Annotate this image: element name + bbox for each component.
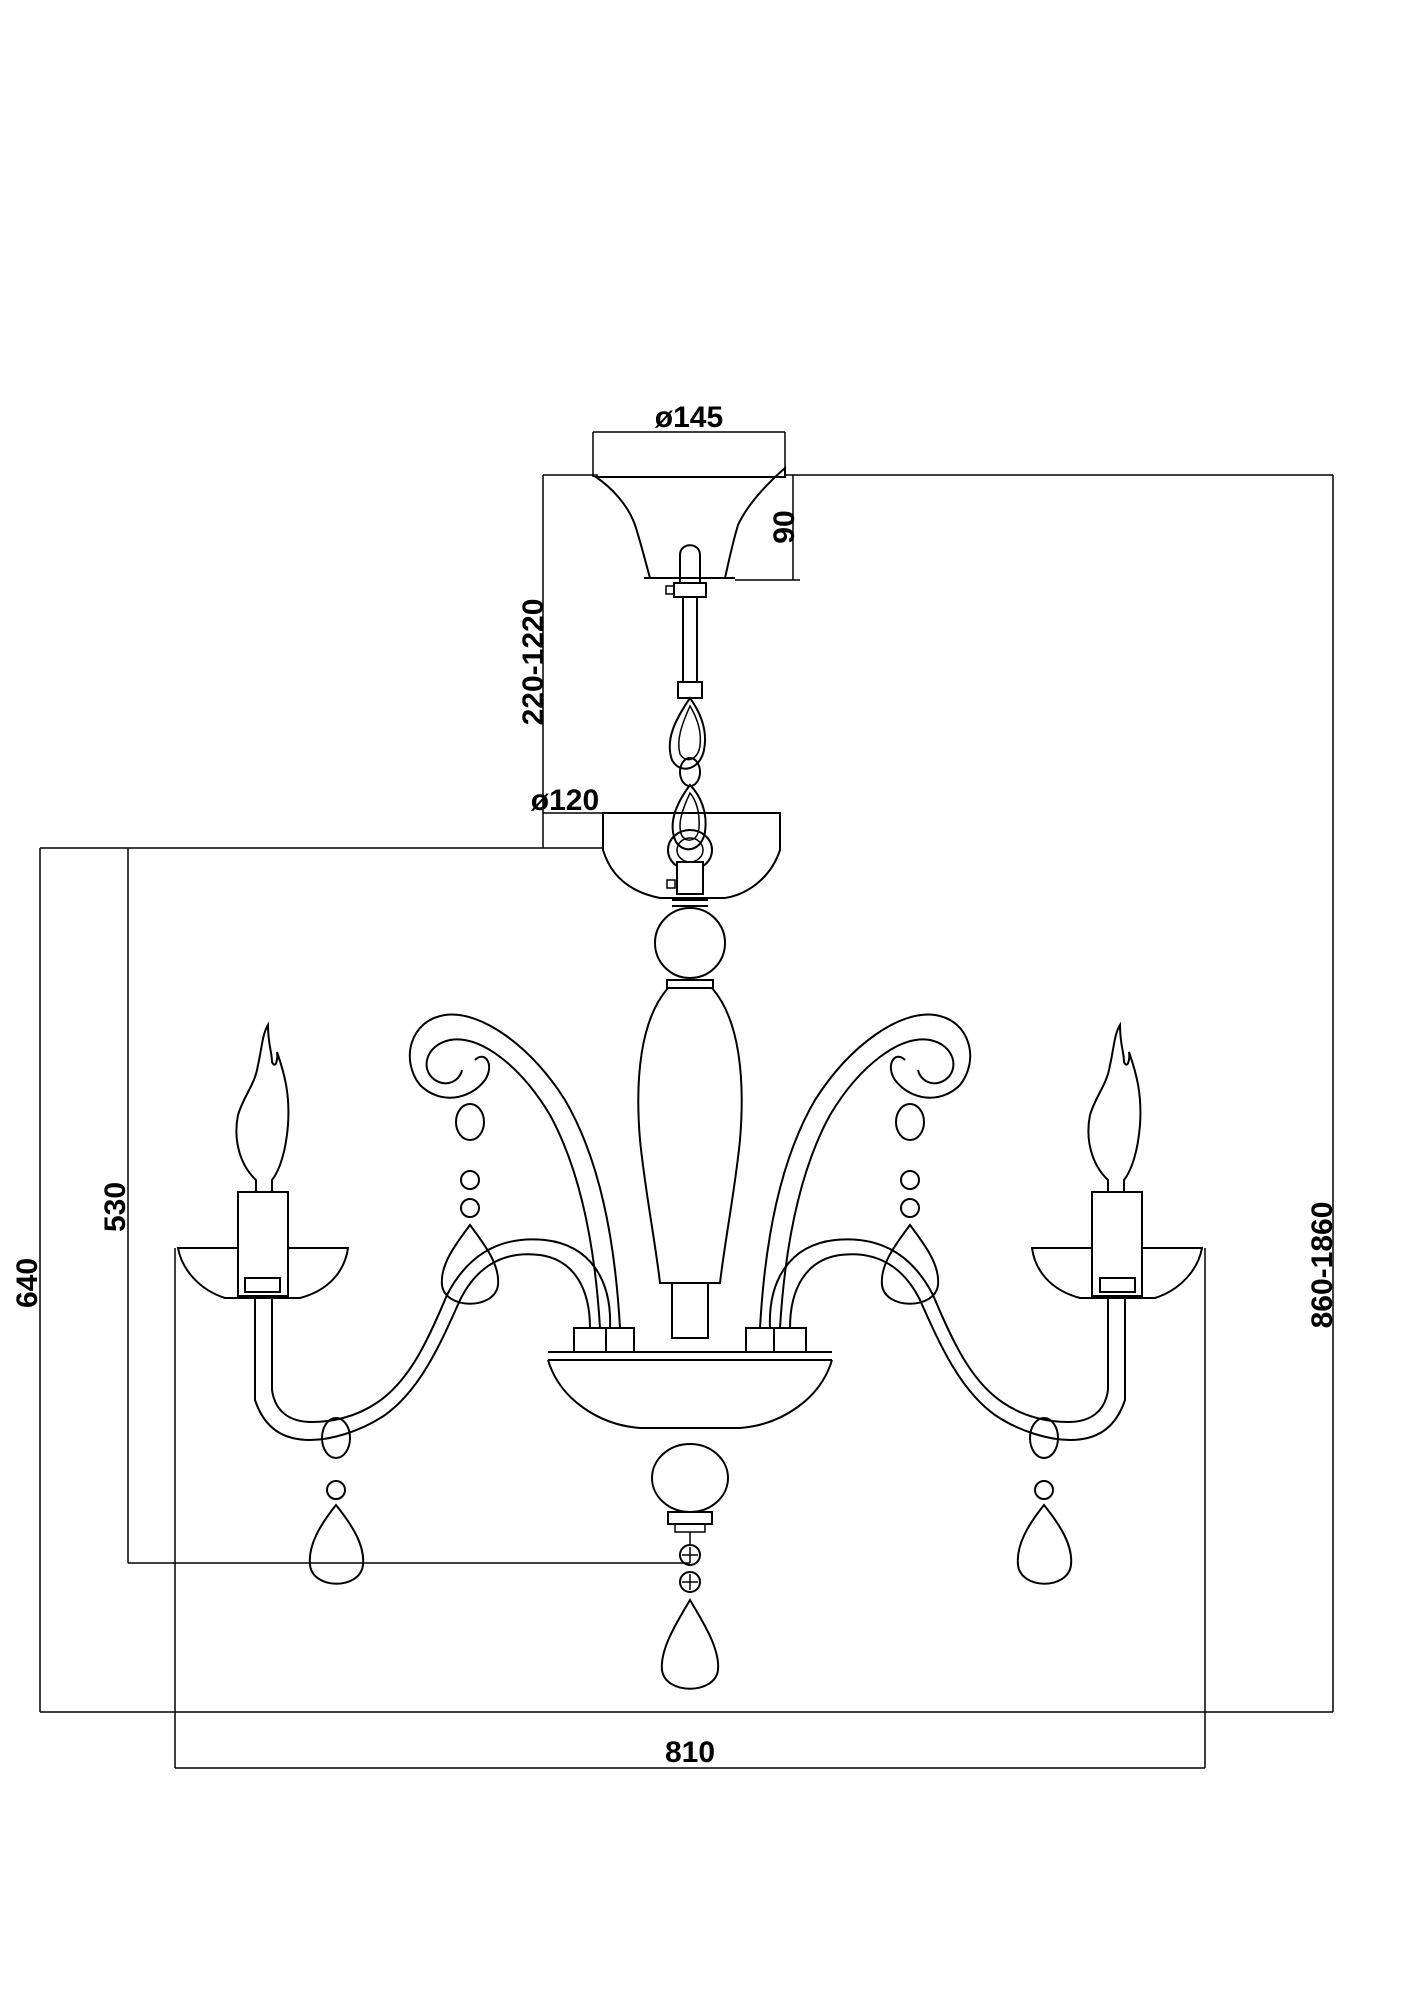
central-column: [637, 907, 743, 1339]
body-cup: [602, 812, 781, 907]
bottom-bowl: [547, 1327, 833, 1533]
body-height-label: 640: [11, 1258, 44, 1308]
arm-height-label: 530: [99, 1182, 132, 1232]
canopy-height-label: 90: [768, 510, 801, 543]
left-candle-arm: [176, 1021, 612, 1585]
decorative-scrolls: [408, 1013, 972, 1329]
right-candle-arm: [768, 1021, 1204, 1585]
cup-diameter-label: ø120: [531, 784, 599, 817]
width-label: 810: [665, 1736, 715, 1769]
dimension-lines: [39, 431, 1334, 1769]
chain-length-label: 220-1220: [517, 599, 550, 726]
center-pendant: [660, 1532, 720, 1690]
suspension-chain: [668, 597, 707, 851]
total-height-label: 860-1860: [1306, 1202, 1339, 1329]
ceiling-canopy: [592, 465, 786, 598]
dimension-labels: ø145 90 220-1220 ø120 860-1860 640 530 8…: [11, 401, 1339, 1769]
canopy-diameter-label: ø145: [655, 401, 723, 434]
